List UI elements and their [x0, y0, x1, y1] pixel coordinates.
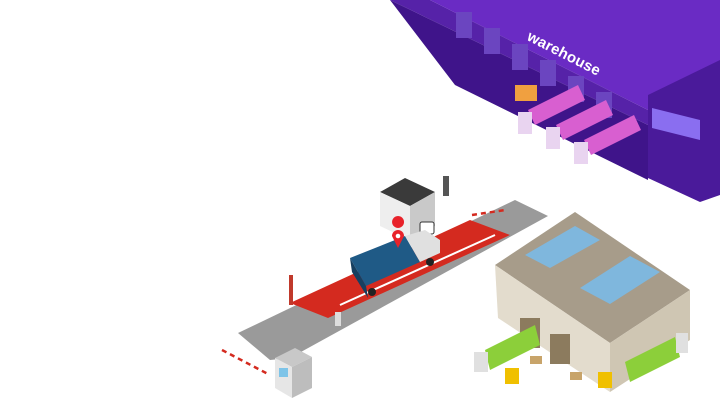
- blue-truck: [350, 230, 440, 298]
- guard-booth: [275, 348, 312, 398]
- pink-trucks: [515, 85, 641, 164]
- traffic-light: [443, 176, 449, 196]
- forklift: [515, 85, 537, 101]
- rfid-reader-icon: [335, 312, 341, 326]
- barrier-gate: [221, 348, 269, 376]
- green-trucks: [474, 325, 688, 388]
- location-pin-icon: [392, 216, 405, 248]
